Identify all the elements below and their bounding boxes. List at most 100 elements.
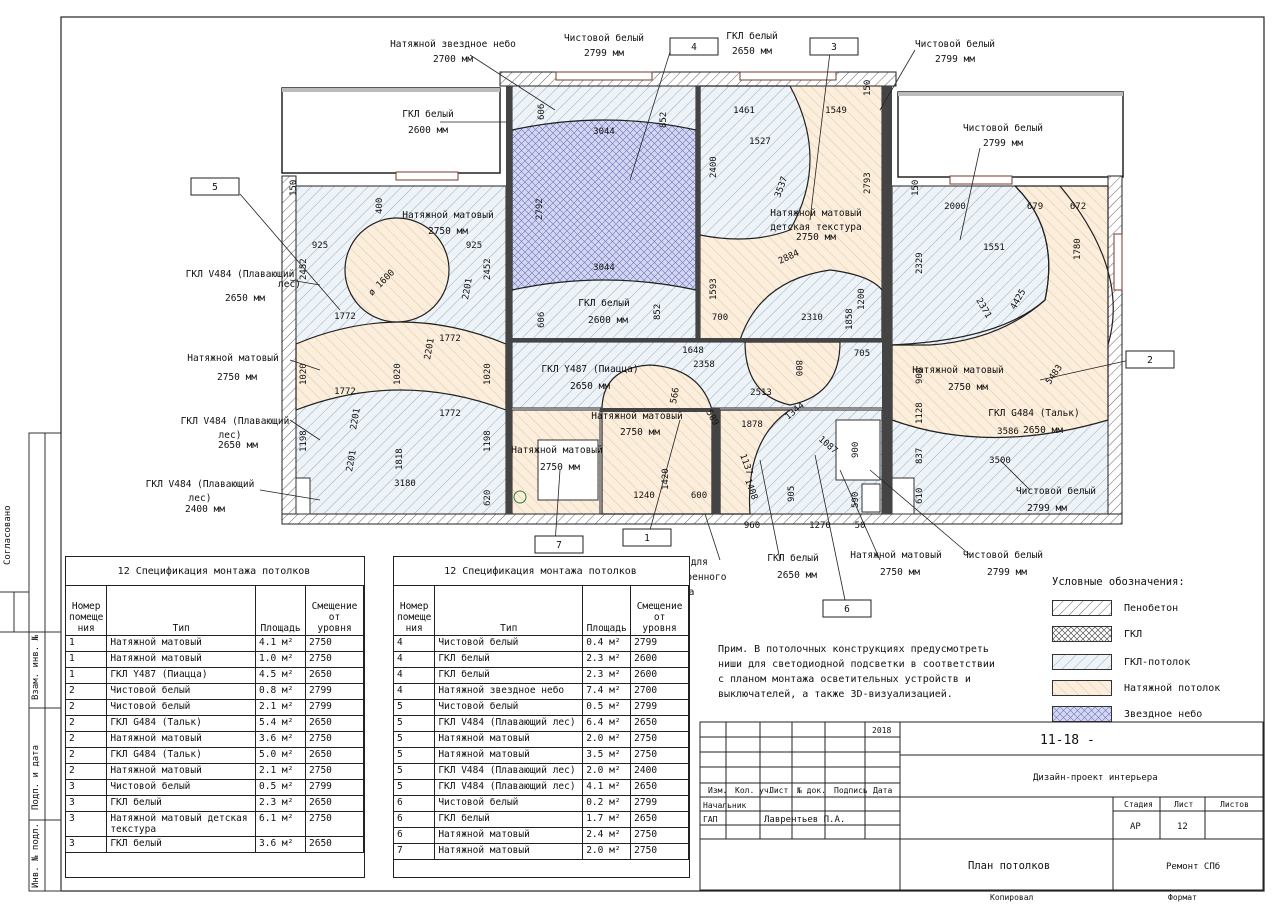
- tb-col-5: Дата: [873, 786, 893, 795]
- legend-label: Пенобетон: [1124, 602, 1179, 614]
- dim: 1878: [741, 420, 763, 430]
- dim: 905: [787, 486, 797, 502]
- dim: 150: [863, 80, 873, 96]
- dim: 2201: [423, 337, 437, 360]
- col-offset: Смещение от уровня: [305, 585, 364, 636]
- dim: 50: [855, 521, 866, 531]
- dim: 1772: [439, 334, 461, 344]
- label-forest-2: ГКЛ V484 (Плавающий: [181, 416, 290, 427]
- label-matte-2: Натяжной матовый: [187, 353, 279, 364]
- dim: 3044: [593, 263, 615, 273]
- cell-area: 2.0 м²: [582, 843, 632, 860]
- dim: 606: [537, 104, 547, 120]
- dim: 2513: [750, 388, 772, 398]
- balcony-right: [897, 91, 1124, 178]
- cell-room: 3: [64, 836, 108, 853]
- label-finish-white-3: Чистовой белый: [963, 123, 1043, 134]
- legend-swatch: [1052, 600, 1112, 616]
- spec-table-left-title: 12 Спецификация монтажа потолков: [117, 566, 311, 577]
- dim: 700: [712, 313, 728, 323]
- cell-offset: 2650: [305, 836, 364, 853]
- tb-sheet-head: Лист: [1174, 800, 1194, 809]
- label-matte-3: Натяжной матовый: [591, 411, 683, 422]
- label-matte-4: Натяжной матовый: [511, 445, 603, 456]
- col-area: Площадь: [255, 585, 307, 636]
- dim: 2792: [535, 198, 545, 220]
- dim: 2329: [915, 252, 925, 274]
- dim: 960: [744, 521, 760, 531]
- label-gkl-white-3: ГКЛ белый: [578, 298, 629, 309]
- sidebar-sign-date: Подп. и дата: [31, 745, 41, 810]
- callout-boxes: 1 2 3 4 5 6 7: [190, 37, 1175, 618]
- dim: 1772: [439, 409, 461, 419]
- dim: 3180: [394, 479, 416, 489]
- label-matte-1: Натяжной матовый: [402, 210, 494, 221]
- callout-3: 3: [831, 42, 837, 53]
- col-type: Тип: [434, 585, 584, 636]
- callout-5: 5: [212, 182, 218, 193]
- dim: 590: [851, 492, 861, 508]
- dim: 2310: [801, 313, 823, 323]
- cell-area: 2.0 м²: [582, 763, 632, 780]
- label-matte-4-value: 2750 мм: [540, 462, 580, 473]
- dim: 1818: [395, 448, 405, 470]
- plan-labels: Натяжной звездное небо 2700 мм Чистовой …: [146, 31, 1096, 598]
- cell-type: Натяжной матовый: [434, 843, 584, 860]
- dim: 2000: [944, 202, 966, 212]
- label-matte-kids-2: детская текстура: [770, 222, 862, 233]
- dim: 837: [915, 448, 925, 464]
- label-forest-2-value: 2650 мм: [218, 440, 258, 451]
- dim: 1020: [483, 363, 493, 385]
- label-matte-kids: Натяжной матовый: [770, 208, 862, 219]
- dim: 150: [289, 180, 299, 196]
- label-star-sky-value: 2700 мм: [433, 54, 473, 65]
- tb-project: Дизайн-проект интерьера: [1033, 773, 1158, 783]
- label-forest-1-value: 2650 мм: [225, 293, 265, 304]
- tb-copied: Копировал: [990, 893, 1034, 902]
- legend-title: Условные обозначения:: [1052, 576, 1185, 588]
- cell-offset: 2650: [305, 795, 364, 812]
- label-gkl-white-value: 2650 мм: [732, 46, 772, 57]
- dim: 672: [1070, 202, 1086, 212]
- tb-sheets-head: Листов: [1220, 800, 1249, 809]
- dim: 1593: [709, 278, 719, 300]
- dim: 1200: [857, 288, 867, 310]
- dim: 2358: [693, 360, 715, 370]
- spec-table-right: Номер помеще ния Тип Площадь Смещение от…: [392, 585, 689, 860]
- label-finish-white-5: Чистовой белый: [963, 550, 1043, 561]
- sidebar-inv: Инв. № подл.: [31, 823, 41, 888]
- dim: 2400: [709, 156, 719, 178]
- tb-col-0: Изм.: [708, 786, 728, 795]
- dim: 1772: [334, 387, 356, 397]
- sidebar-agreed: Согласовано: [3, 505, 13, 565]
- dim: 1198: [299, 430, 309, 452]
- dim: 1198: [483, 430, 493, 452]
- tb-sheet: 12: [1177, 822, 1188, 832]
- side-stamp: Согласовано Взам. инв. № Подп. и дата Ин…: [0, 432, 62, 892]
- label-talc-value: 2650 мм: [1023, 425, 1063, 436]
- label-finish-white-2-value: 2799 мм: [935, 54, 975, 65]
- note-line: Прим. В потолочных конструкциях предусмо…: [718, 644, 989, 655]
- dim: 1527: [749, 137, 771, 147]
- callout-7: 7: [556, 540, 562, 551]
- dim: 1858: [845, 308, 855, 330]
- callout-4: 4: [691, 42, 697, 53]
- label-matte-kids-value: 2750 мм: [796, 232, 836, 243]
- cell-room: 7: [392, 843, 436, 860]
- tb-year: 2018: [872, 726, 892, 735]
- label-closet-2: встроенного: [664, 572, 727, 583]
- dim: 1551: [983, 243, 1005, 253]
- dim: 2793: [863, 172, 873, 194]
